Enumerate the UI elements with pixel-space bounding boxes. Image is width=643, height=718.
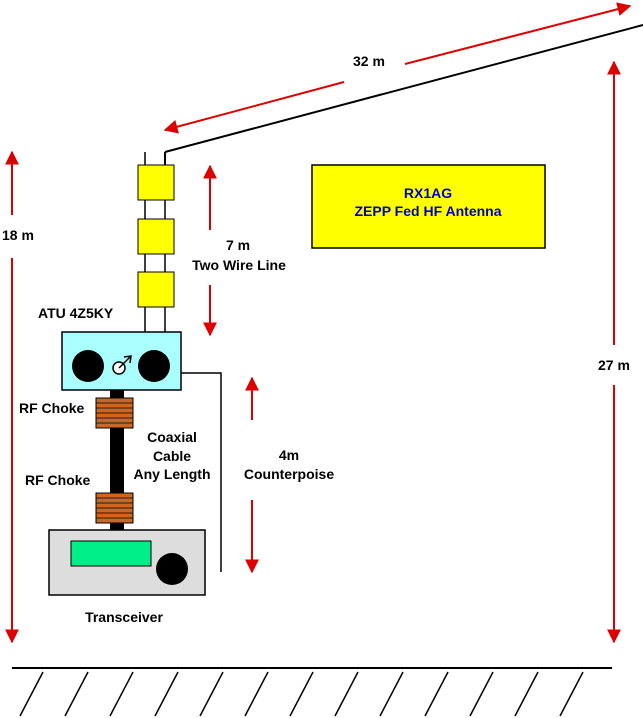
coax-label-line3: Any Length: [134, 466, 211, 482]
insulator: [137, 271, 175, 308]
antenna-wire: [164, 24, 643, 165]
coax-label-line1: Coaxial: [147, 429, 197, 445]
right-height-label: 27 m: [598, 357, 630, 373]
wire-length-label: 32 m: [353, 53, 385, 69]
rf-choke-bottom: [95, 492, 134, 524]
feedline-dimension: 7 m Two Wire Line: [192, 164, 286, 337]
left-height-label: 18 m: [2, 227, 34, 243]
left-height-dimension: 18 m: [2, 150, 34, 644]
counterpoise-wire: [181, 372, 222, 572]
atu-box: [61, 331, 182, 391]
rf-choke-top: [95, 397, 134, 429]
transceiver: [48, 529, 206, 596]
counterpoise-label: Counterpoise: [244, 466, 334, 482]
rf-choke-top-label: RF Choke: [19, 400, 85, 416]
atu-pointer-icon: [112, 355, 132, 375]
insulator: [137, 164, 175, 201]
coax-label-line2: Cable: [153, 448, 191, 464]
transceiver-display: [70, 540, 152, 567]
feedline-length-label: 7 m: [226, 237, 250, 253]
transceiver-knob: [156, 553, 188, 585]
title-line2: ZEPP Fed HF Antenna: [354, 203, 501, 219]
counterpoise-dimension: 4m Counterpoise: [244, 376, 334, 574]
wire-length-dimension: 32 m: [163, 2, 632, 134]
atu-knob: [138, 350, 170, 382]
atu-knob: [72, 350, 104, 382]
atu-label: ATU 4Z5KY: [38, 305, 114, 321]
transceiver-label: Transceiver: [85, 609, 163, 625]
ground: [12, 667, 612, 717]
right-height-dimension: 27 m: [598, 60, 630, 644]
rf-choke-bottom-label: RF Choke: [25, 472, 91, 488]
insulator: [137, 218, 175, 255]
title-box: RX1AG ZEPP Fed HF Antenna: [311, 164, 546, 249]
feedline-type-label: Two Wire Line: [192, 257, 286, 273]
title-line1: RX1AG: [404, 185, 452, 201]
counterpoise-length-label: 4m: [279, 447, 299, 463]
